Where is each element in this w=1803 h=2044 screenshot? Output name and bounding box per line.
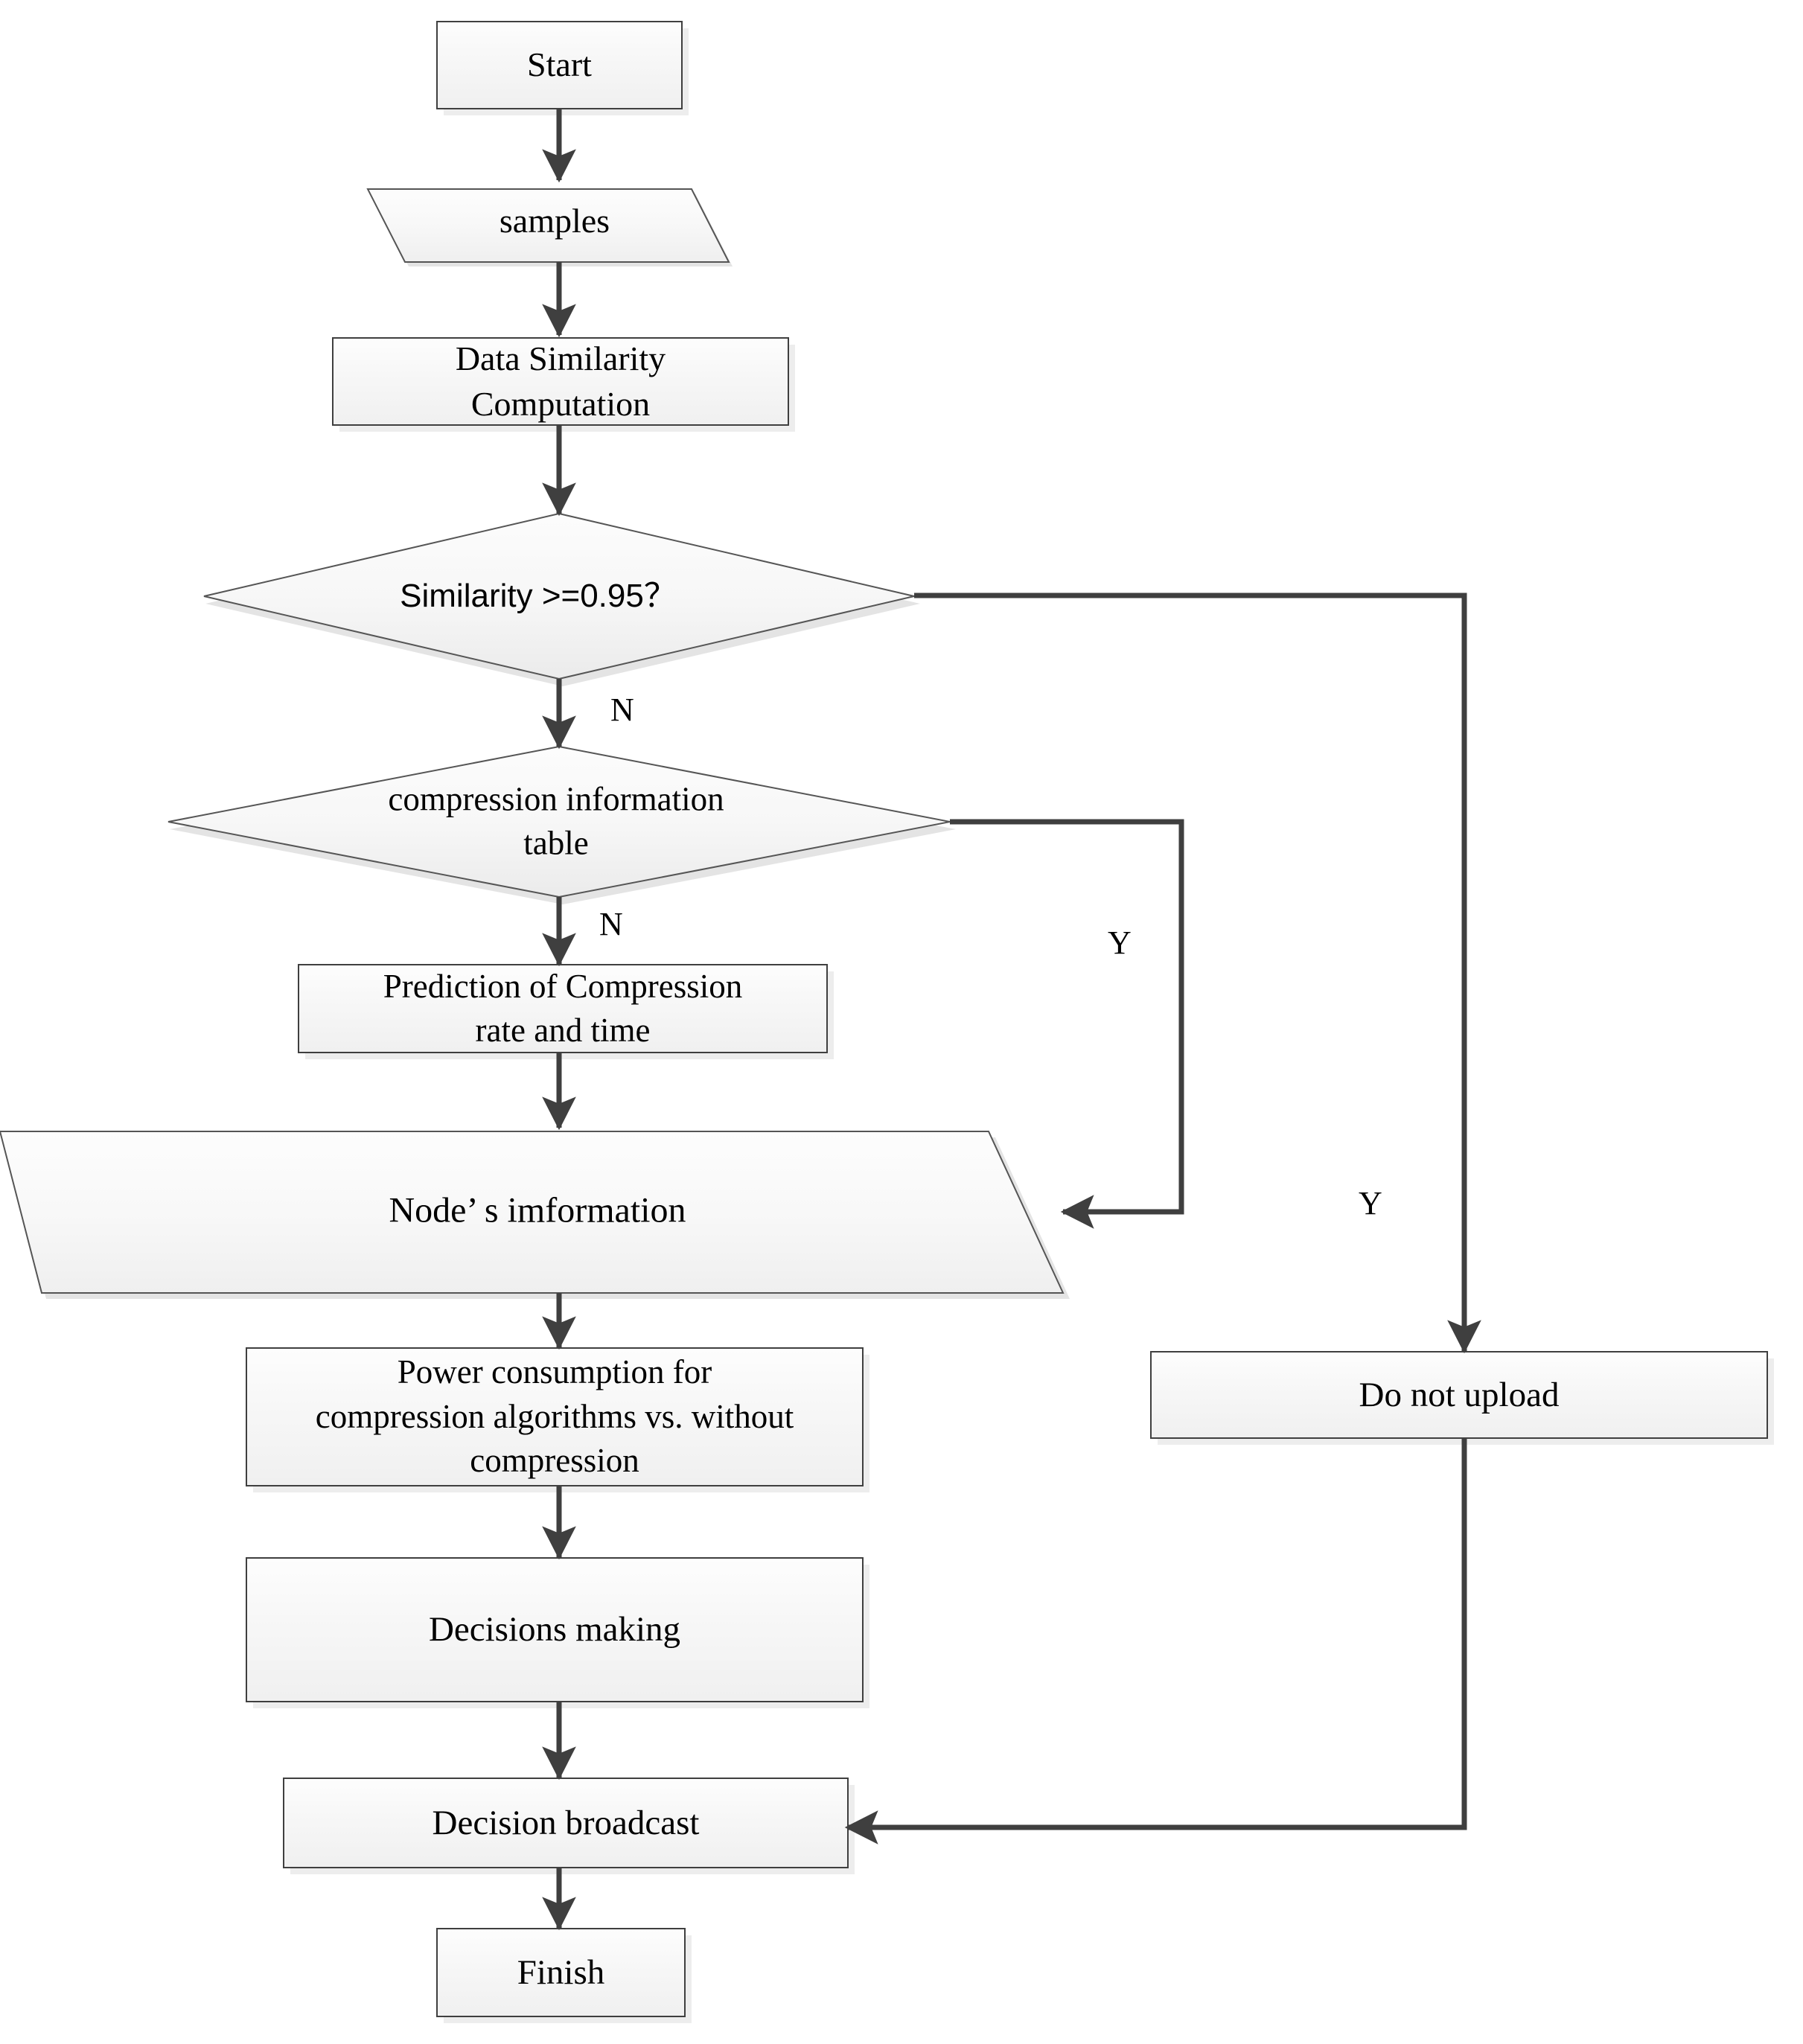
node-finish[interactable]: Finish [436, 1928, 686, 2017]
edge-label-table-yes: Y [1108, 924, 1132, 961]
node-prediction[interactable]: Prediction of Compression rate and time [298, 964, 828, 1053]
node-node-imformation-shape [0, 1131, 1070, 1299]
node-node-imformation[interactable]: Node’ s imformation [0, 1128, 1070, 1299]
node-similarity-decision[interactable]: Similarity >=0.95？ [162, 512, 920, 686]
node-compression-table-decision-label: compression information table [388, 780, 724, 862]
node-prediction-label: Prediction of Compression rate and time [383, 967, 743, 1049]
node-start-label: Start [527, 45, 592, 84]
node-data-similarity-computation-label: Data Similarity Computation [455, 339, 666, 423]
node-samples-shape [366, 188, 733, 266]
node-decisions-making[interactable]: Decisions making [246, 1557, 864, 1702]
node-similarity-decision-shape [203, 512, 920, 686]
edge-noupload-broadcast [844, 1439, 1467, 1845]
node-decision-broadcast-label: Decision broadcast [432, 1803, 700, 1842]
node-power-consumption-label: Power consumption for compression algori… [315, 1353, 794, 1480]
node-start[interactable]: Start [436, 21, 683, 109]
node-finish-label: Finish [517, 1952, 605, 1992]
node-node-imformation-label: Node’ s imformation [389, 1190, 686, 1230]
node-power-consumption[interactable]: Power consumption for compression algori… [246, 1347, 864, 1486]
node-decisions-making-label: Decisions making [428, 1610, 681, 1649]
edge-label-table-no: N [599, 906, 623, 942]
node-samples[interactable]: samples [366, 180, 733, 266]
node-samples-label: samples [499, 201, 610, 240]
node-data-similarity-computation[interactable]: Data Similarity Computation [332, 337, 789, 426]
node-do-not-upload[interactable]: Do not upload [1150, 1351, 1768, 1439]
node-similarity-decision-label: Similarity >=0.95？ [400, 577, 677, 614]
edge-label-similarity-yes: Y [1359, 1185, 1382, 1221]
node-compression-table-decision[interactable]: compression information table [162, 745, 956, 904]
node-do-not-upload-label: Do not upload [1359, 1375, 1560, 1414]
edge-label-similarity-no: N [610, 692, 634, 728]
node-decision-broadcast[interactable]: Decision broadcast [283, 1778, 849, 1868]
